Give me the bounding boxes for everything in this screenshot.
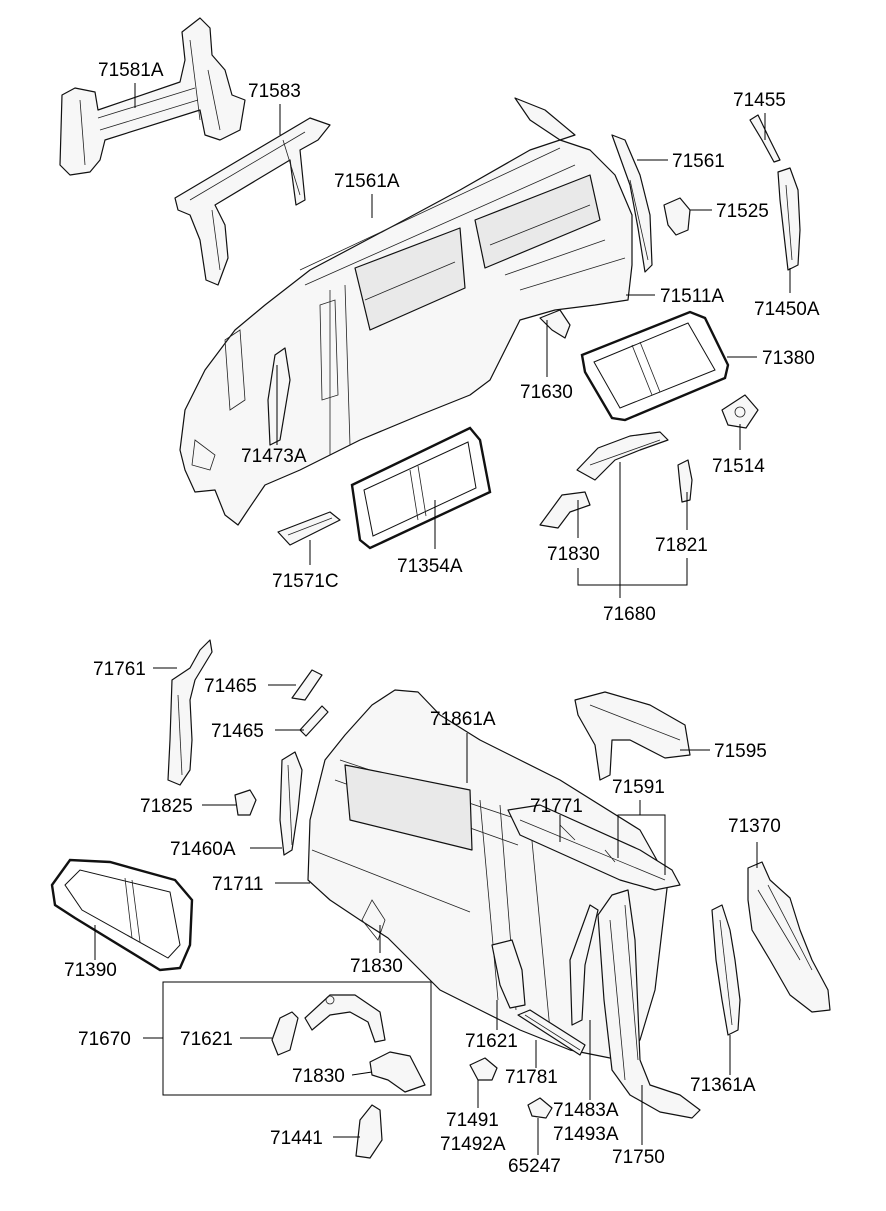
part-71591-shape bbox=[507, 804, 681, 891]
part-71621-kit-shape bbox=[271, 1011, 299, 1056]
label-71492A: 71492A bbox=[440, 1134, 506, 1155]
label-71390: 71390 bbox=[64, 960, 117, 981]
label-71561: 71561 bbox=[672, 151, 725, 172]
label-71450A: 71450A bbox=[754, 299, 820, 320]
part-71483A-shape bbox=[569, 904, 599, 1026]
part-71473A-shape bbox=[267, 347, 291, 446]
label-71630: 71630 bbox=[520, 382, 573, 403]
label-71761: 71761 bbox=[93, 659, 146, 680]
part-71514-shape bbox=[721, 394, 759, 429]
part-71361A-shape bbox=[711, 904, 741, 1036]
label-71680: 71680 bbox=[603, 604, 656, 625]
label-71491: 71491 bbox=[446, 1110, 499, 1131]
part-71354A-glass-shape bbox=[350, 426, 492, 550]
label-71370: 71370 bbox=[728, 816, 781, 837]
label-71571C: 71571C bbox=[272, 571, 339, 592]
part-71621-standalone-shape bbox=[491, 939, 526, 1009]
part-71370-shape bbox=[747, 861, 831, 1013]
label-71821: 71821 bbox=[655, 535, 708, 556]
part-71390-glass-shape bbox=[50, 858, 194, 972]
label-71621: 71621 bbox=[465, 1031, 518, 1052]
part-71465a-shape bbox=[291, 669, 323, 701]
label-71621-kit: 71621 bbox=[180, 1029, 233, 1050]
part-71630-shape bbox=[539, 309, 571, 339]
part-71761-shape bbox=[167, 639, 213, 786]
label-71861A: 71861A bbox=[430, 709, 496, 730]
part-71571C-shape bbox=[277, 511, 341, 546]
label-71460A: 71460A bbox=[170, 839, 236, 860]
label-71514: 71514 bbox=[712, 456, 765, 477]
label-71711: 71711 bbox=[212, 874, 263, 895]
label-71354A: 71354A bbox=[397, 556, 463, 577]
label-71830-kit: 71830 bbox=[292, 1066, 345, 1087]
label-71511A: 71511A bbox=[660, 286, 724, 307]
part-71465b-shape bbox=[299, 705, 329, 737]
label-71830-mid: 71830 bbox=[350, 956, 403, 977]
part-71680-wheelhouse-shape bbox=[576, 431, 669, 481]
part-71830-kit-small-shape bbox=[369, 1051, 426, 1093]
part-71460A-shape bbox=[279, 751, 303, 856]
part-65247-shape bbox=[527, 1097, 553, 1119]
label-71830-top: 71830 bbox=[547, 544, 600, 565]
label-71670: 71670 bbox=[78, 1029, 131, 1050]
part-71525-shape bbox=[663, 197, 691, 236]
part-71750-shape bbox=[597, 889, 701, 1119]
part-71821-shape bbox=[677, 459, 693, 503]
leader-lines bbox=[94, 83, 791, 1155]
label-71465-b: 71465 bbox=[211, 721, 264, 742]
part-71441-shape bbox=[355, 1104, 383, 1159]
part-71595-shape bbox=[574, 691, 691, 781]
part-71825-shape bbox=[234, 789, 257, 816]
part-71491-shape bbox=[469, 1057, 498, 1081]
part-71781-shape bbox=[517, 1009, 586, 1056]
label-71493A: 71493A bbox=[553, 1124, 619, 1145]
label-71561A: 71561A bbox=[334, 171, 400, 192]
part-71830-kit-arch-shape bbox=[304, 994, 386, 1043]
part-71583-shape bbox=[174, 117, 331, 286]
label-71781: 71781 bbox=[505, 1067, 558, 1088]
label-71825: 71825 bbox=[140, 796, 193, 817]
label-71771: 71771 bbox=[530, 796, 583, 817]
label-71525: 71525 bbox=[716, 201, 769, 222]
label-71591: 71591 bbox=[612, 777, 665, 798]
part-71830-top-shape bbox=[539, 491, 591, 529]
part-71561-shape bbox=[611, 134, 653, 273]
part-71511A-body-side-shape bbox=[179, 97, 633, 526]
label-71441: 71441 bbox=[270, 1128, 323, 1149]
label-71483A: 71483A bbox=[553, 1100, 619, 1121]
label-65247: 65247 bbox=[508, 1156, 561, 1177]
part-71581A-shape bbox=[59, 17, 246, 176]
label-71465-a: 71465 bbox=[204, 676, 257, 697]
label-71361A: 71361A bbox=[690, 1075, 756, 1096]
label-71750: 71750 bbox=[612, 1147, 665, 1168]
label-71595: 71595 bbox=[714, 741, 767, 762]
part-71380-glass-shape bbox=[580, 310, 730, 422]
part-71450A-shape bbox=[777, 167, 801, 271]
label-71473A: 71473A bbox=[241, 446, 307, 467]
label-71380: 71380 bbox=[762, 348, 815, 369]
label-71581A: 71581A bbox=[98, 60, 164, 81]
label-71583: 71583 bbox=[248, 81, 301, 102]
label-71455: 71455 bbox=[733, 90, 786, 111]
